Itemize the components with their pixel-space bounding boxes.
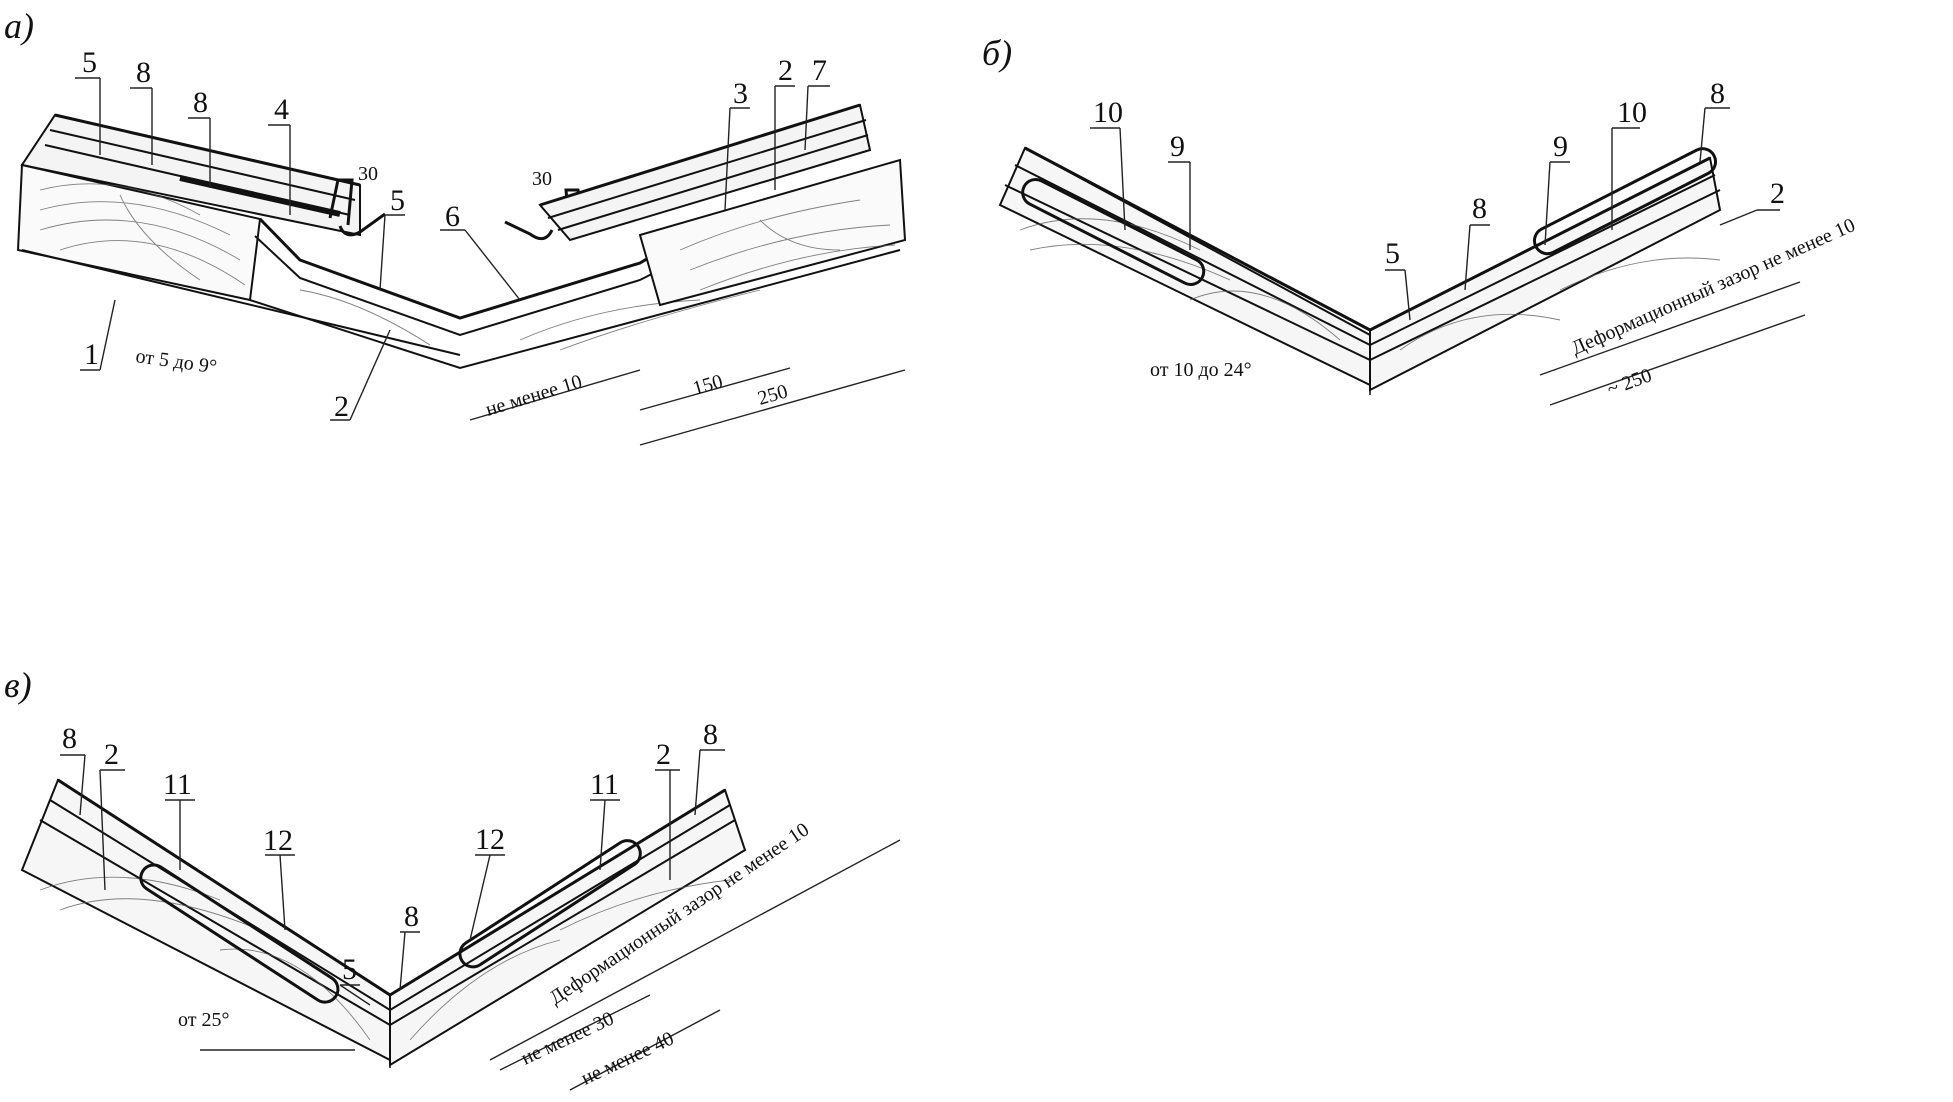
- panel-c-letter: в): [4, 665, 32, 705]
- label-12-c2: 12: [475, 823, 505, 856]
- label-7: 8: [136, 56, 151, 89]
- label-8b: 7: [812, 54, 827, 87]
- panel-a-left-slope: [16, 113, 461, 356]
- label-5: 5: [82, 46, 97, 79]
- label-5-c: 5: [342, 953, 357, 986]
- panel-a-labels: 5 8 8 4 5 6 3 2 7 1 2: [75, 46, 830, 423]
- panel-a-right-slope: [538, 103, 907, 307]
- panel-a-letter: а): [4, 6, 34, 46]
- label-8-b2: 8: [1472, 192, 1487, 225]
- label-4: 4: [274, 93, 289, 126]
- label-2-b: 2: [1770, 177, 1785, 210]
- label-8-b: 8: [1710, 77, 1725, 110]
- angle-a: от 5 до 9°: [134, 345, 218, 378]
- panel-a: а): [4, 6, 907, 446]
- dim-150: 150: [690, 370, 725, 399]
- angle-b: от 10 до 24°: [1150, 359, 1252, 381]
- dim-250-b: ~ 250: [1604, 364, 1655, 400]
- label-1: 1: [84, 338, 99, 371]
- label-12-c: 12: [263, 824, 293, 857]
- label-2: 2: [778, 54, 793, 87]
- label-9: 9: [1170, 130, 1185, 163]
- label-8-c: 8: [62, 722, 77, 755]
- label-2-c: 2: [104, 738, 119, 771]
- dim-min-10: не менее 10: [483, 371, 585, 421]
- label-5b: 5: [390, 184, 405, 217]
- label-8-c3: 8: [703, 718, 718, 751]
- label-10: 10: [1093, 96, 1123, 129]
- label-8-c2: 8: [404, 900, 419, 933]
- angle-c: от 25°: [178, 1009, 229, 1031]
- dim-250: 250: [755, 380, 790, 409]
- label-10b: 10: [1617, 96, 1647, 129]
- label-11-c2: 11: [590, 768, 619, 801]
- dim-30-left: 30: [358, 163, 378, 185]
- dim-30-right: 30: [532, 168, 552, 190]
- label-2b: 2: [334, 390, 349, 423]
- label-5-b: 5: [1385, 237, 1400, 270]
- label-8: 6: [445, 200, 460, 233]
- panel-b-letter: б): [982, 33, 1012, 73]
- panel-b: б) 10 9 10 9 8 8 5 2 от 10 до 24° Деформ…: [982, 33, 1859, 406]
- label-11-c: 11: [163, 768, 192, 801]
- label-6: 8: [193, 86, 208, 119]
- label-9b: 9: [1553, 130, 1568, 163]
- label-3: 3: [733, 77, 748, 110]
- panel-c: в) 8 2 11 12 5 8 12 11 2 8 от 25°: [4, 665, 901, 1091]
- label-2-c2: 2: [656, 738, 671, 771]
